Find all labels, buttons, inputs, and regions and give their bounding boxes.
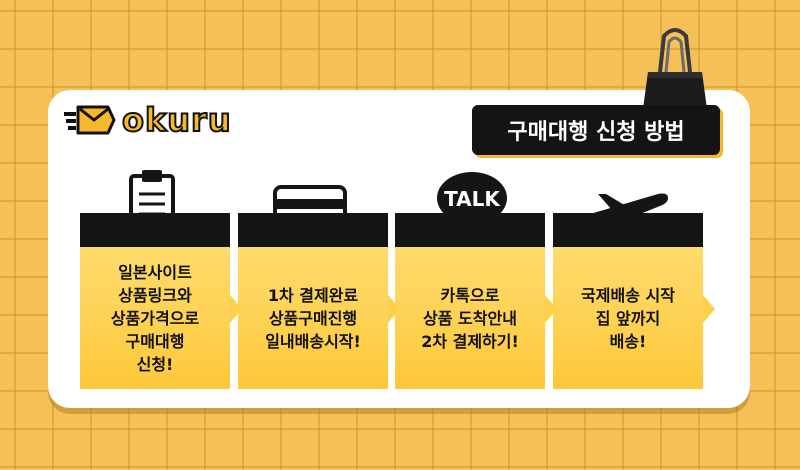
step-arrow bbox=[230, 295, 242, 323]
brand-name: okuru bbox=[121, 101, 232, 139]
step-arrow bbox=[388, 295, 400, 323]
okuru-logo-icon bbox=[64, 105, 116, 135]
step-1: 일본사이트 상품링크와 상품가격으로 구매대행 신청! bbox=[80, 213, 242, 389]
binder-clip-icon bbox=[642, 28, 708, 116]
step-2-text: 1차 결제완료 상품구매진행 일내배송시작! bbox=[265, 285, 361, 351]
step-1-text: 일본사이트 상품링크와 상품가격으로 구매대행 신청! bbox=[110, 262, 200, 374]
title-box: 구매대행 신청 방법 bbox=[472, 105, 720, 155]
step-arrow bbox=[545, 295, 557, 323]
step-arrow bbox=[703, 295, 715, 323]
step-2: 1차 결제완료 상품구매진행 일내배송시작! bbox=[238, 213, 400, 389]
page-title: 구매대행 신청 방법 bbox=[507, 120, 685, 145]
step-4-text: 국제배송 시작 집 앞까지 배송! bbox=[581, 285, 675, 351]
step-3-text: 카톡으로 상품 도착안내 2차 결제하기! bbox=[421, 285, 519, 351]
step-3: 카톡으로 상품 도착안내 2차 결제하기! bbox=[395, 213, 557, 389]
step-4: 국제배송 시작 집 앞까지 배송! bbox=[553, 213, 715, 389]
talk-label: TALK bbox=[444, 187, 501, 211]
brand-logo: okuru bbox=[64, 101, 232, 139]
